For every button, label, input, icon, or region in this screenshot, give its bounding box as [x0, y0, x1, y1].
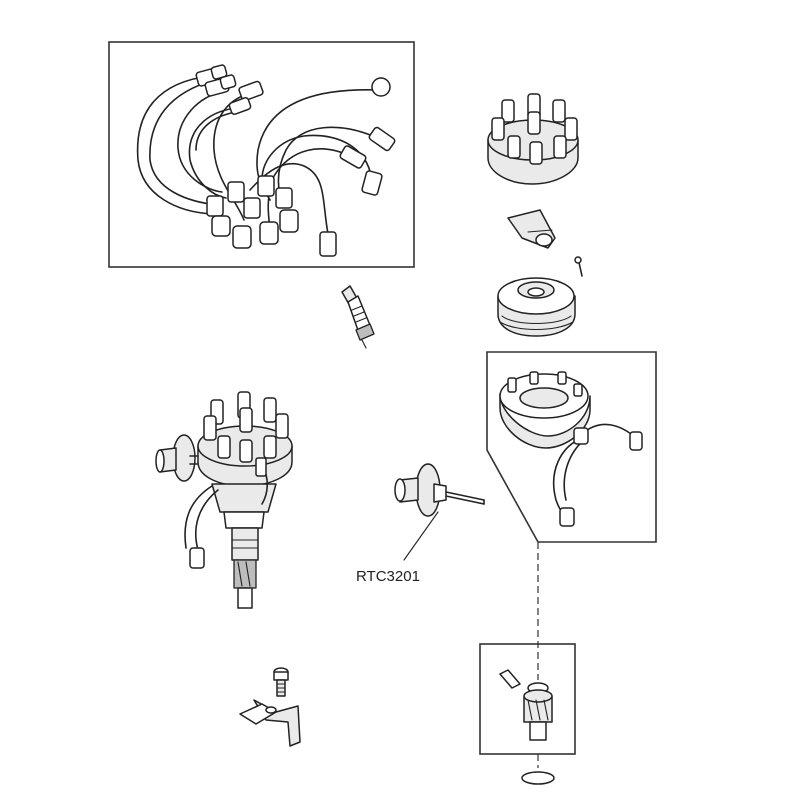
- retaining-pin: [574, 256, 583, 277]
- distributor-cap-towers: [203, 391, 289, 463]
- ht-lead-connectors: [195, 64, 396, 257]
- thrust-washer: [521, 771, 555, 785]
- clamp-bracket: [239, 667, 301, 747]
- distributor-cap: [487, 93, 579, 185]
- vacuum-advance-unit: [394, 463, 485, 517]
- pickup-module-kit: [486, 351, 657, 543]
- drive-gear-kit: [479, 643, 576, 755]
- ht-leads-set: [108, 41, 415, 268]
- drive-gear-frame: [479, 643, 576, 755]
- ht-leads-frame: [108, 41, 415, 268]
- side-vacuum-unit: [155, 434, 207, 482]
- pickup-ring: [499, 371, 591, 449]
- pickup-harness: [552, 423, 643, 527]
- distributor-assembly: [155, 391, 293, 609]
- spark-plug: [341, 285, 375, 349]
- cap-towers: [491, 93, 578, 165]
- rotor-arm: [507, 209, 556, 249]
- drive-gear: [523, 682, 553, 741]
- callout-leader: [403, 511, 439, 561]
- roll-pin: [499, 669, 521, 689]
- flash-shield: [497, 277, 576, 337]
- part-number-label: RTC3201: [356, 568, 420, 585]
- clamp-bolt: [273, 667, 289, 697]
